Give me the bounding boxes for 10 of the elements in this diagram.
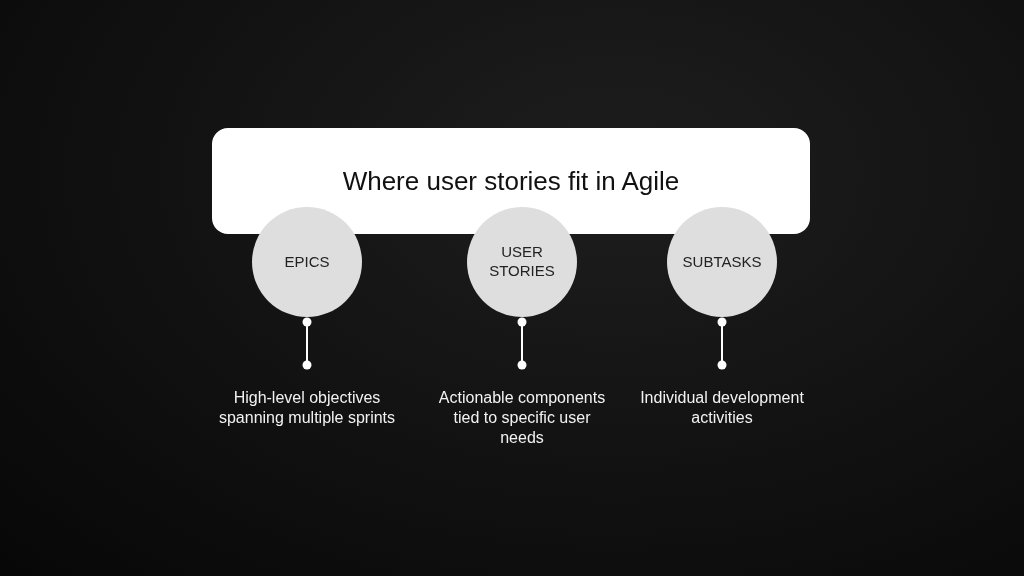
connector-line: [517, 317, 527, 370]
description-text: Actionable components tied to specific user needs: [432, 370, 612, 454]
connector-line: [302, 317, 312, 370]
category-circle: EPICS: [252, 207, 362, 317]
description-text: High-level objectives spanning multiple sprints: [217, 370, 397, 454]
category-circle: USER STORIES: [467, 207, 577, 317]
connector-line: [717, 317, 727, 370]
category-circle: SUBTASKS: [667, 207, 777, 317]
title-card: Where user stories fit in Agile: [212, 128, 810, 234]
description-text: Individual development activities: [632, 370, 812, 454]
